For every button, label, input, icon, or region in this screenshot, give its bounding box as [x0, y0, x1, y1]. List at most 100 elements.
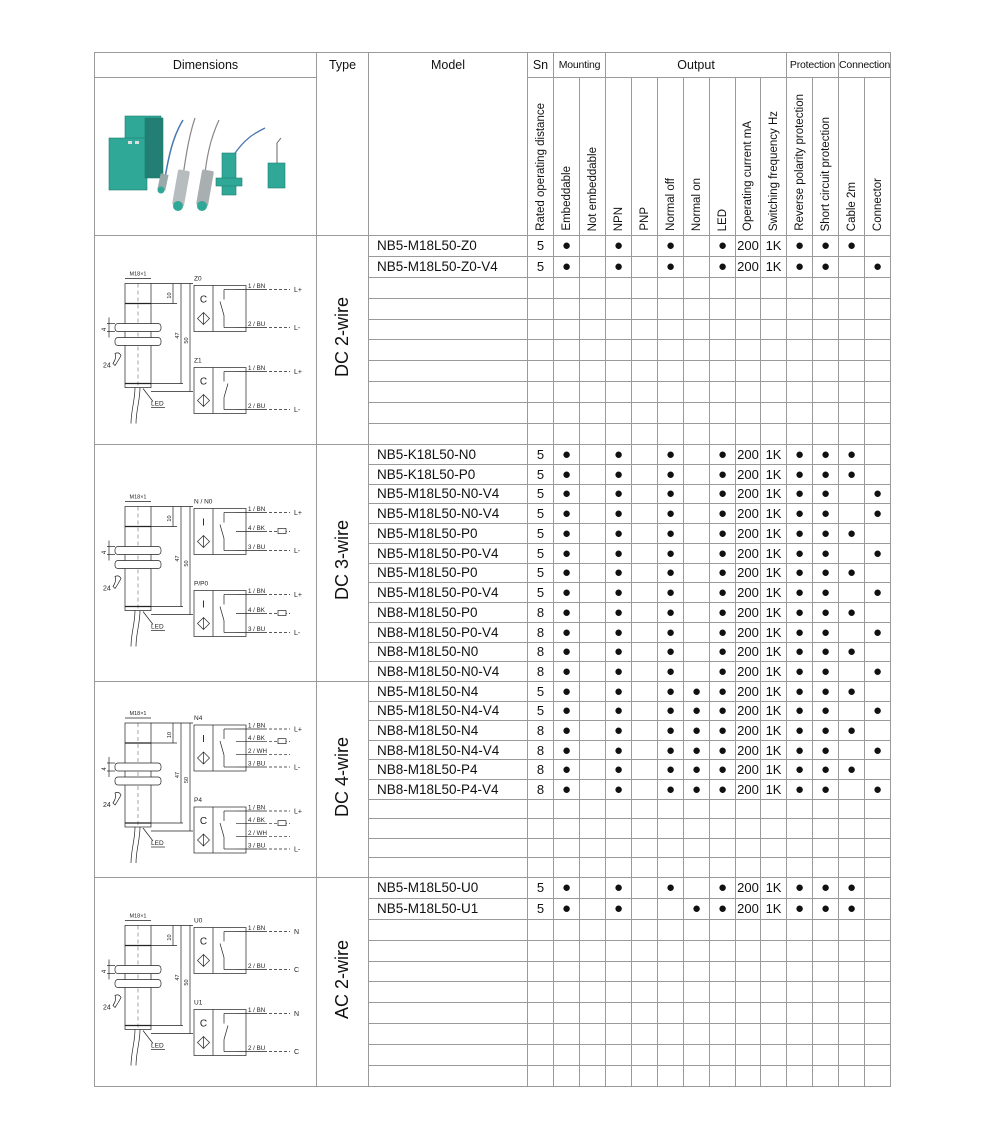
- spec-cell: [657, 1044, 685, 1067]
- feature-dot: ●: [553, 444, 580, 465]
- spec-cell: [527, 960, 554, 983]
- spec-cell: [553, 297, 580, 320]
- spec-cell: 200: [735, 503, 762, 524]
- spec-cell: [631, 542, 659, 564]
- spec-cell: [838, 381, 866, 404]
- feature-dot: ●: [657, 621, 685, 643]
- spec-cell: [657, 897, 685, 920]
- feature-dot: ●: [553, 641, 580, 663]
- wire-label: 1 / BN: [248, 925, 265, 932]
- spec-cell: 200: [735, 463, 762, 485]
- feature-dot: ●: [838, 759, 866, 780]
- terminal-label: L+: [294, 287, 302, 294]
- spec-cell: [735, 837, 762, 859]
- spec-cell: [631, 523, 659, 544]
- spec-cell: [683, 339, 711, 362]
- spec-cell: [631, 837, 659, 859]
- spec-cell: 200: [735, 542, 762, 564]
- spec-cell: [812, 857, 840, 878]
- model-cell: NB8-M18L50-P4: [368, 759, 528, 780]
- feature-dot: ●: [709, 582, 737, 603]
- feature-dot: ●: [786, 255, 814, 278]
- spec-cell: 8: [527, 602, 554, 623]
- spec-cell: [578, 897, 607, 920]
- spec-cell: [838, 981, 866, 1004]
- feature-dot: ●: [553, 877, 580, 899]
- spec-cell: 1K: [760, 897, 788, 920]
- spec-cell: [631, 423, 659, 445]
- feature-dot: ●: [683, 739, 711, 761]
- spec-cell: [864, 602, 892, 623]
- model-cell: NB5-M18L50-N4-V4: [368, 700, 528, 722]
- spec-cell: 200: [735, 661, 762, 682]
- spec-cell: 200: [735, 877, 762, 899]
- spec-cell: [864, 897, 892, 920]
- spec-cell: [838, 818, 866, 839]
- spec-cell: [838, 402, 866, 425]
- spec-cell: [735, 818, 762, 839]
- feature-dot: ●: [605, 582, 633, 603]
- spec-cell: [527, 276, 554, 299]
- spec-cell: [709, 339, 737, 362]
- header-dimensions: Dimensions: [94, 52, 317, 78]
- spec-cell: [786, 1002, 814, 1025]
- spec-cell: [812, 818, 840, 839]
- model-cell: [368, 339, 528, 362]
- switch-contact: [223, 383, 229, 398]
- spec-cell: [838, 661, 866, 682]
- spec-cell: [786, 798, 814, 820]
- dim-47-label: 47: [175, 974, 181, 980]
- spec-cell: [553, 381, 580, 404]
- feature-dot: ●: [709, 602, 737, 623]
- spec-cell: [709, 918, 737, 941]
- spec-cell: [605, 423, 633, 445]
- column-header: PNP: [631, 77, 659, 236]
- spec-cell: 200: [735, 641, 762, 663]
- circuit-title: Z1: [194, 358, 202, 365]
- feature-dot: ●: [812, 681, 840, 702]
- spec-cell: [553, 318, 580, 341]
- model-cell: [368, 276, 528, 299]
- feature-dot: ●: [657, 641, 685, 663]
- spec-cell: [735, 297, 762, 320]
- spec-cell: [760, 1023, 788, 1046]
- spec-cell: [631, 918, 659, 941]
- spec-cell: [578, 463, 607, 485]
- spec-cell: [786, 402, 814, 425]
- feature-dot: ●: [605, 602, 633, 623]
- spec-cell: [864, 1023, 892, 1046]
- spec-cell: [527, 381, 554, 404]
- spec-cell: [605, 1044, 633, 1067]
- feature-dot: ●: [683, 897, 711, 920]
- column-header: NPN: [605, 77, 633, 236]
- model-cell: NB8-M18L50-N4-V4: [368, 739, 528, 761]
- spec-cell: [578, 523, 607, 544]
- model-cell: NB5-M18L50-P0: [368, 523, 528, 544]
- circuit-box: [193, 1009, 247, 1056]
- terminal-label: L-: [294, 407, 301, 414]
- spec-cell: [760, 1002, 788, 1025]
- feature-dot: ●: [812, 463, 840, 485]
- wire-label: 1 / BN: [248, 1007, 265, 1014]
- spec-cell: [553, 798, 580, 820]
- spec-cell: 1K: [760, 582, 788, 603]
- feature-dot: ●: [786, 483, 814, 505]
- spec-cell: 8: [527, 661, 554, 682]
- feature-dot: ●: [812, 739, 840, 761]
- feature-dot: ●: [605, 523, 633, 544]
- feature-dot: ●: [553, 759, 580, 780]
- spec-cell: [527, 918, 554, 941]
- spec-cell: [735, 1044, 762, 1067]
- empty-row: [95, 918, 892, 941]
- feature-dot: ●: [657, 759, 685, 780]
- spec-cell: [760, 857, 788, 878]
- model-cell: [368, 918, 528, 941]
- sensor-symbol: C: [200, 816, 207, 827]
- spec-cell: [578, 918, 607, 941]
- feature-dot: ●: [838, 463, 866, 485]
- spec-cell: [812, 276, 840, 299]
- feature-dot: ●: [864, 255, 892, 278]
- spec-cell: [605, 1065, 633, 1087]
